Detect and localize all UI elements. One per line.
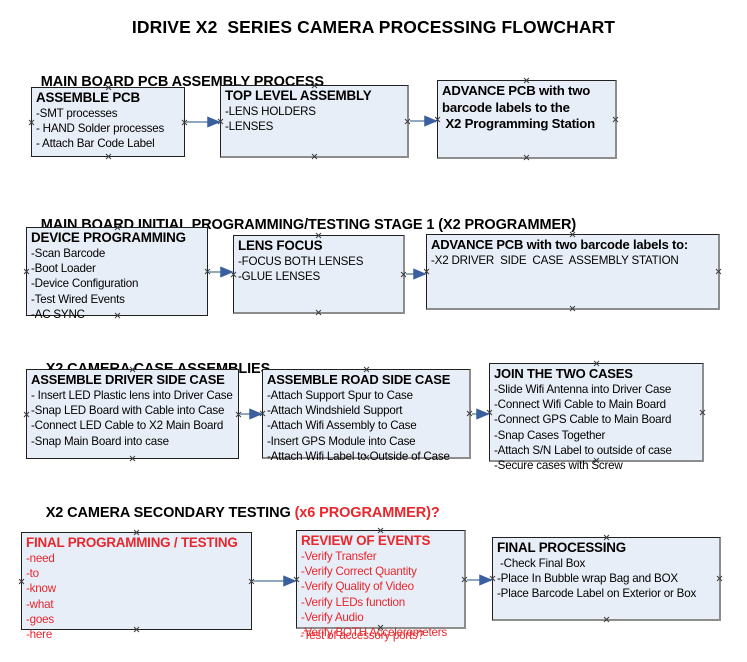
box-line: -Insert GPS Module into Case xyxy=(267,434,416,448)
box-line: -Snap Main Board into case xyxy=(31,434,169,448)
box-title: LENS FOCUS xyxy=(238,238,323,253)
box-line: -SMT processes xyxy=(36,107,118,120)
box-device-programming[interactable]: DEVICE PROGRAMMING -Scan Barcode -Boot L… xyxy=(23,227,208,321)
box-assemble-driver-side-case[interactable]: ASSEMBLE DRIVER SIDE CASE - Insert LED P… xyxy=(26,369,239,459)
box-advance-pcb-driver-side-case[interactable]: ADVANCE PCB with two barcode labels to: … xyxy=(426,234,720,310)
box-lens-focus[interactable]: LENS FOCUS -FOCUS BOTH LENSES -GLUE LENS… xyxy=(233,235,405,314)
handle-right[interactable] xyxy=(715,268,722,275)
box-title: DEVICE PROGRAMMING xyxy=(31,230,186,245)
handle-bottom[interactable] xyxy=(315,309,322,316)
box-top-level-assembly[interactable]: TOP LEVEL ASSEMBLY -LENS HOLDERS -LENSES xyxy=(220,85,409,158)
box-title: REVIEW OF EVENTS xyxy=(301,533,431,548)
box-line: -LENS HOLDERS xyxy=(225,105,316,118)
box-line: -Verify Audio xyxy=(301,610,364,624)
box-title: JOIN THE TWO CASES xyxy=(494,366,633,381)
box-line: -Attach Wifi Label to Outside of Case xyxy=(267,449,450,463)
box-line: -Connect GPS Cable to Main Board xyxy=(494,413,672,427)
box-line: -here xyxy=(26,628,53,642)
box-title: ADVANCE PCB with two xyxy=(442,83,591,98)
handle-bottom[interactable] xyxy=(105,153,112,160)
box-line: - Attach Bar Code Label xyxy=(36,137,155,151)
box-assemble-road-side-case[interactable]: ASSEMBLE ROAD SIDE CASE -Attach Support … xyxy=(259,369,471,463)
box-title: ASSEMBLE ROAD SIDE CASE xyxy=(267,372,451,387)
box-line: -Attach Windshield Support xyxy=(267,404,403,418)
box-line: -X2 DRIVER SIDE CASE ASSEMBLY STATION xyxy=(431,254,679,267)
box-line: -Device Configuration xyxy=(31,277,139,291)
box-line: -Connect LED Cable to X2 Main Board xyxy=(31,419,224,433)
box-line: -Connect Wifi Cable to Main Board xyxy=(494,398,666,412)
handle-left[interactable] xyxy=(28,119,35,126)
box-line: -Slide Wifi Antenna into Driver Case xyxy=(494,383,672,396)
box-line: -Verify Quality of Video xyxy=(301,580,414,594)
box-line: - HAND Solder processes xyxy=(36,122,165,136)
box-line: -AC SYNC xyxy=(31,307,85,321)
box-title: TOP LEVEL ASSEMBLY xyxy=(225,88,372,103)
box-assemble-pcb[interactable]: ASSEMBLE PCB -SMT processes - HAND Solde… xyxy=(31,87,185,157)
box-line: -LENSES xyxy=(225,120,274,134)
box-line: -Scan Barcode xyxy=(31,247,106,260)
box-advance-pcb-programming-station[interactable]: ADVANCE PCB with two barcode labels to t… xyxy=(437,80,617,159)
box-line: -need xyxy=(26,552,55,565)
box-line: X2 Programming Station xyxy=(442,116,595,131)
box-line: -Check Final Box xyxy=(497,557,586,570)
box-line: -Attach S/N Label to outside of case xyxy=(494,443,672,457)
handle-bottom[interactable] xyxy=(603,616,610,623)
box-join-the-two-cases[interactable]: JOIN THE TWO CASES -Slide Wifi Antenna i… xyxy=(486,363,704,472)
box-line: - Insert LED Plastic lens into Driver Ca… xyxy=(31,389,233,402)
handle-left[interactable] xyxy=(23,411,30,418)
handle-bottom[interactable] xyxy=(129,455,136,462)
box-line: -Verify Correct Quantity xyxy=(301,565,417,579)
box-line: -Secure cases with Screw xyxy=(494,459,623,473)
box-line: -Attach Wifi Assembly to Case xyxy=(267,419,417,433)
handle-left[interactable] xyxy=(230,271,237,278)
handle-left[interactable] xyxy=(217,118,224,125)
handle-left[interactable] xyxy=(293,576,300,583)
handle-bottom[interactable] xyxy=(523,154,530,161)
handle-left[interactable] xyxy=(434,116,441,123)
box-title: ADVANCE PCB with two barcode labels to: xyxy=(431,237,689,252)
box-line: -Verify BOTH Accelerometers xyxy=(301,626,448,640)
box-line: -Place In Bubble wrap Bag and BOX xyxy=(497,572,678,586)
box-line: -know xyxy=(26,582,56,596)
box-line: -FOCUS BOTH LENSES xyxy=(238,255,364,268)
page-title: IDRIVE X2 SERIES CAMERA PROCESSING FLOWC… xyxy=(131,17,616,37)
handle-left[interactable] xyxy=(23,268,30,275)
handle-left[interactable] xyxy=(18,578,25,585)
box-line: -Attach Support Spur to Case xyxy=(267,389,413,402)
box-overflow-line: -Test of accessory ports? xyxy=(300,629,424,642)
box-line: -Place Barcode Label on Exterior or Box xyxy=(497,587,697,601)
box-title: ASSEMBLE PCB xyxy=(36,90,140,105)
box-line: barcode labels to the xyxy=(442,99,570,115)
box-line: -Verify Transfer xyxy=(301,550,377,563)
box-line: -GLUE LENSES xyxy=(238,270,321,284)
box-title: FINAL PROCESSING xyxy=(497,540,626,555)
handle-bottom[interactable] xyxy=(311,153,318,160)
box-final-processing[interactable]: FINAL PROCESSING -Check Final Box -Place… xyxy=(492,537,721,621)
box-line: -goes xyxy=(26,612,55,626)
box-title: FINAL PROGRAMMING / TESTING xyxy=(26,535,238,550)
box-final-programming-testing[interactable]: FINAL PROGRAMMING / TESTING -need -to -k… xyxy=(18,532,252,641)
handle-bottom[interactable] xyxy=(569,305,576,312)
box-line: -Snap LED Board with Cable into Case xyxy=(31,404,225,418)
box-line: -Verify LEDs function xyxy=(301,595,406,609)
box-review-of-events[interactable]: REVIEW OF EVENTS -Verify Transfer -Verif… xyxy=(293,530,466,639)
box-line: -to xyxy=(26,567,39,581)
section-heading-4: X2 CAMERA SECONDARY TESTING (x6 PROGRAMM… xyxy=(30,489,440,537)
box-line: -Boot Loader xyxy=(31,262,96,276)
box-line: -Test Wired Events xyxy=(31,292,125,306)
section-heading-4-red-text: (x6 PROGRAMMER)? xyxy=(294,505,440,521)
box-line: -Snap Cases Together xyxy=(494,428,606,442)
box-line: -what xyxy=(26,597,54,611)
handle-left[interactable] xyxy=(423,268,430,275)
box-title: ASSEMBLE DRIVER SIDE CASE xyxy=(31,372,225,387)
handle-left[interactable] xyxy=(486,409,493,416)
handle-left[interactable] xyxy=(489,575,496,582)
handle-left[interactable] xyxy=(259,410,266,417)
section-heading-4-text: X2 CAMERA SECONDARY TESTING xyxy=(45,505,295,521)
